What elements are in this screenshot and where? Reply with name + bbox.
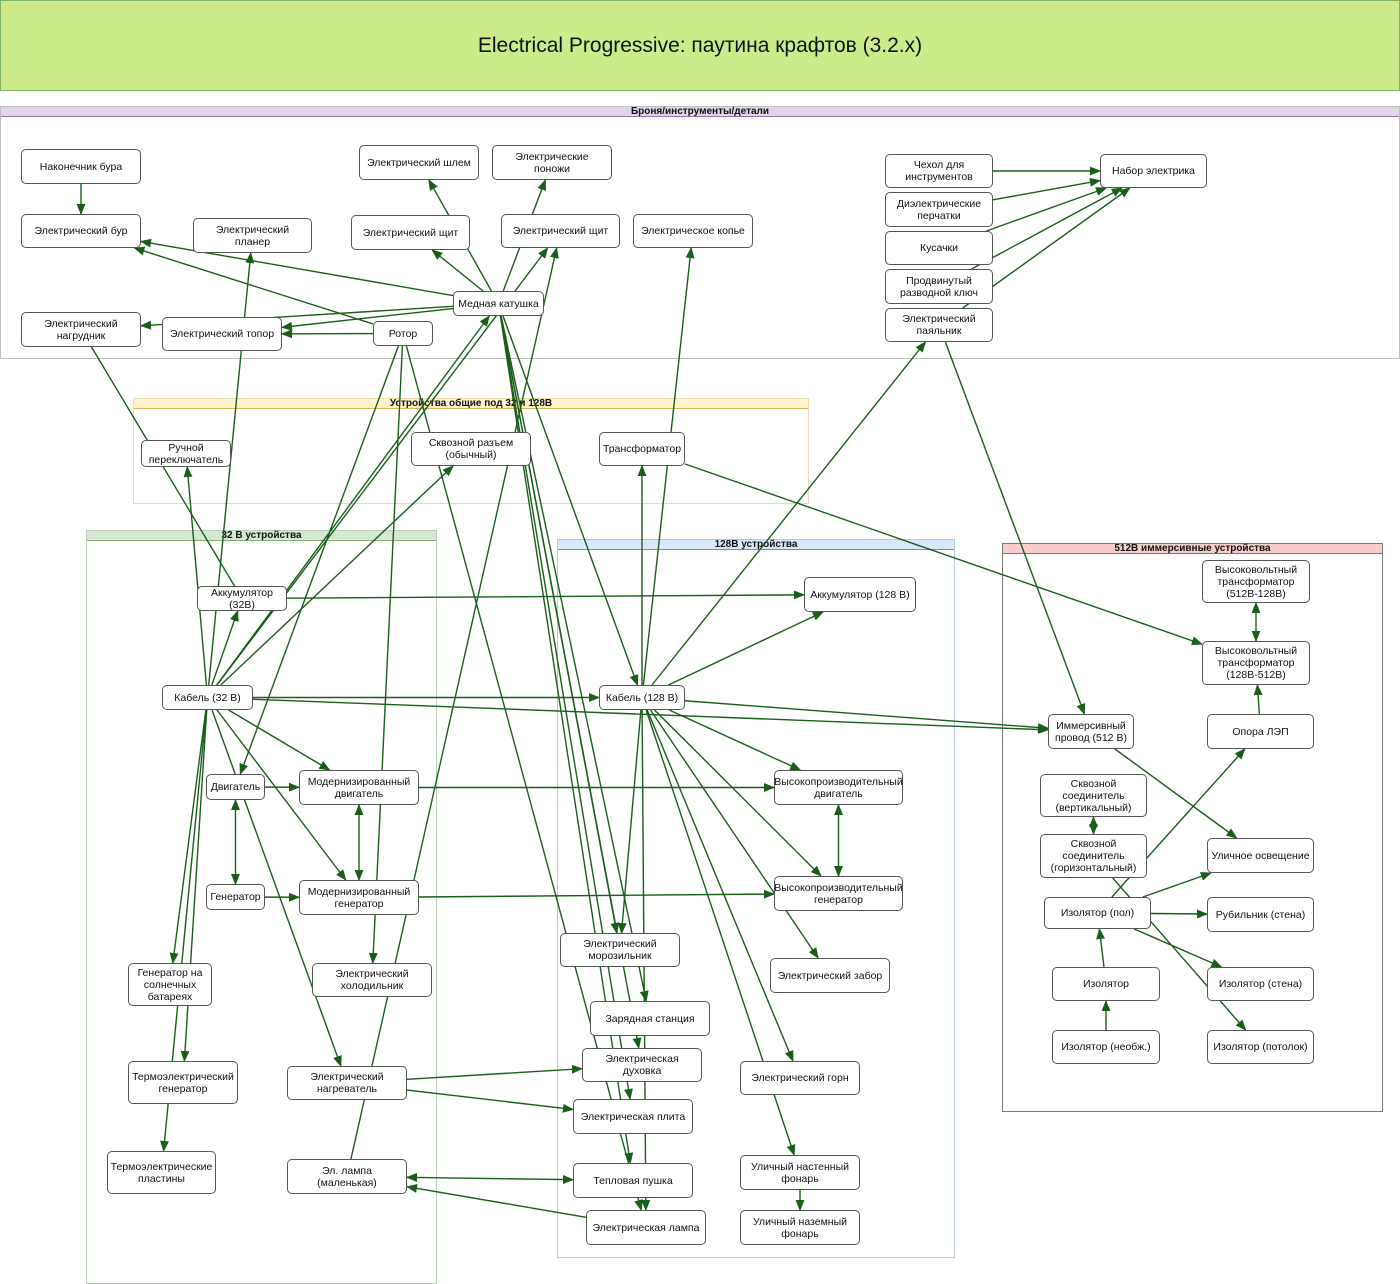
node-insulator-ceiling[interactable]: Изолятор (потолок) bbox=[1207, 1030, 1314, 1064]
node-soldering-iron[interactable]: Электрический паяльник bbox=[885, 308, 993, 342]
node-small-lamp[interactable]: Эл. лампа (маленькая) bbox=[287, 1159, 407, 1194]
node-electric-spear[interactable]: Электрическое копье bbox=[633, 214, 753, 248]
node-electric-drill[interactable]: Электрический бур bbox=[21, 214, 141, 248]
node-modernized-motor[interactable]: Модернизированный двигатель bbox=[299, 770, 419, 805]
node-connector-horizontal[interactable]: Сквозной соединитель (горизонтальный) bbox=[1040, 834, 1147, 878]
node-motor[interactable]: Двигатель bbox=[206, 774, 265, 800]
node-insulator-floor[interactable]: Изолятор (пол) bbox=[1044, 897, 1151, 929]
node-tool-case[interactable]: Чехол для инструментов bbox=[885, 154, 993, 188]
node-electric-heater[interactable]: Электрический нагреватель bbox=[287, 1066, 407, 1100]
node-electric-shield-2[interactable]: Электрический щит bbox=[501, 214, 620, 248]
node-modernized-generator[interactable]: Модернизированный генератор bbox=[299, 880, 419, 915]
node-charging-station[interactable]: Зарядная станция bbox=[590, 1001, 710, 1036]
node-battery-32v[interactable]: Аккумулятор (32В) bbox=[197, 586, 287, 611]
group-armor-tools-header: Броня/инструменты/детали bbox=[1, 107, 1399, 117]
node-rotor[interactable]: Ротор bbox=[373, 321, 433, 346]
group-128v-devices-header: 128В устройства bbox=[558, 540, 954, 550]
node-electric-lamp[interactable]: Электрическая лампа bbox=[586, 1210, 706, 1245]
node-electric-fence[interactable]: Электрический забор bbox=[770, 958, 890, 993]
node-cable-128v[interactable]: Кабель (128 В) bbox=[599, 685, 685, 710]
node-transformer[interactable]: Трансформатор bbox=[599, 432, 685, 466]
node-insulator-raw[interactable]: Изолятор (необж.) bbox=[1052, 1030, 1160, 1064]
node-high-performance-generator[interactable]: Высокопроизводительный генератор bbox=[774, 876, 903, 911]
node-cable-32v[interactable]: Кабель (32 В) bbox=[162, 685, 253, 710]
node-electric-forge[interactable]: Электрический горн bbox=[740, 1061, 860, 1095]
node-electric-freezer[interactable]: Электрический морозильник bbox=[560, 933, 680, 967]
node-electric-oven[interactable]: Электрическая духовка bbox=[582, 1048, 702, 1082]
node-immersive-wire[interactable]: Иммерсивный провод (512 В) bbox=[1048, 714, 1134, 749]
node-electric-leggings[interactable]: Электрические поножи bbox=[492, 145, 612, 180]
node-street-ground-light[interactable]: Уличный наземный фонарь bbox=[740, 1210, 860, 1245]
node-thermoelectric-generator[interactable]: Термоэлектрический генератор bbox=[128, 1061, 238, 1104]
node-electric-axe[interactable]: Электрический топор bbox=[162, 317, 282, 351]
node-hv-transformer-512-128[interactable]: Высоковольтный трансформатор (512В-128В) bbox=[1202, 560, 1310, 603]
node-drill-tip[interactable]: Наконечник бура bbox=[21, 149, 141, 184]
node-electric-helmet[interactable]: Электрический шлем bbox=[359, 145, 479, 180]
node-generator[interactable]: Генератор bbox=[206, 884, 265, 910]
node-insulator[interactable]: Изолятор bbox=[1052, 967, 1160, 1001]
group-common-devices-header: Устройства общие под 32 и 128В bbox=[134, 399, 808, 409]
node-solar-generator[interactable]: Генератор на солнечных батареях bbox=[128, 963, 212, 1006]
node-pliers[interactable]: Кусачки bbox=[885, 231, 993, 265]
node-manual-switch[interactable]: Ручной переключатель bbox=[141, 440, 231, 467]
diagram-title: Electrical Progressive: паутина крафтов … bbox=[0, 0, 1400, 91]
node-hv-transformer-128-512[interactable]: Высоковольтный трансформатор (128В-512В) bbox=[1202, 641, 1310, 685]
node-copper-coil[interactable]: Медная катушка bbox=[453, 291, 544, 316]
node-electric-chestplate[interactable]: Электрический нагрудник bbox=[21, 312, 141, 347]
node-advanced-wrench[interactable]: Продвинутый разводной ключ bbox=[885, 269, 993, 304]
node-street-wall-light[interactable]: Уличный настенный фонарь bbox=[740, 1155, 860, 1190]
node-electric-planer[interactable]: Электрический планер bbox=[193, 218, 312, 253]
node-electric-stove[interactable]: Электрическая плита bbox=[573, 1099, 693, 1134]
node-connector-vertical[interactable]: Сквозной соединитель (вертикальный) bbox=[1040, 774, 1147, 817]
node-high-performance-motor[interactable]: Высокопроизводительный двигатель bbox=[774, 770, 903, 805]
node-insulator-wall[interactable]: Изолятор (стена) bbox=[1207, 967, 1314, 1001]
node-battery-128v[interactable]: Аккумулятор (128 В) bbox=[804, 577, 916, 612]
group-512v-devices: 512В иммерсивные устройства bbox=[1002, 543, 1383, 1112]
node-dielectric-gloves[interactable]: Диэлектрические перчатки bbox=[885, 192, 993, 227]
node-heat-gun[interactable]: Тепловая пушка bbox=[573, 1163, 693, 1198]
node-power-pole[interactable]: Опора ЛЭП bbox=[1207, 714, 1314, 749]
node-passthrough-connector[interactable]: Сквозной разъем (обычный) bbox=[411, 432, 531, 466]
node-electrician-kit[interactable]: Набор электрика bbox=[1100, 154, 1207, 188]
node-breaker-wall[interactable]: Рубильник (стена) bbox=[1207, 897, 1314, 932]
node-electric-shield-1[interactable]: Электрический щит bbox=[351, 215, 470, 250]
group-512v-devices-header: 512В иммерсивные устройства bbox=[1003, 544, 1382, 554]
node-electric-fridge[interactable]: Электрический холодильник bbox=[312, 963, 432, 997]
node-street-lighting[interactable]: Уличное освещение bbox=[1207, 838, 1314, 873]
node-thermoelectric-plates[interactable]: Термоэлектрические пластины bbox=[107, 1151, 216, 1194]
group-32v-devices-header: 32 В устройства bbox=[87, 531, 436, 541]
